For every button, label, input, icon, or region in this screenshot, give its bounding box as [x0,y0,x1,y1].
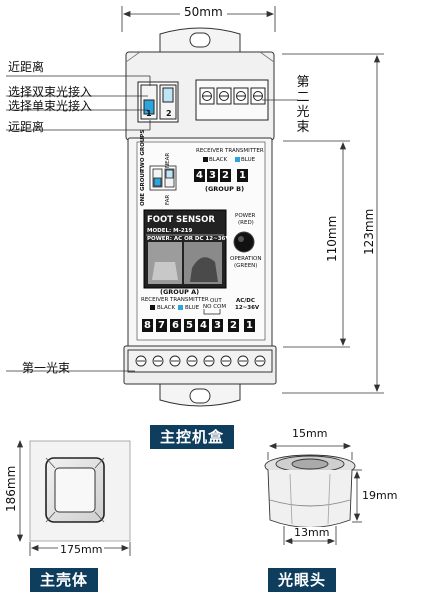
panel-dip-switch [149,165,177,191]
power-led-sub: (RED) [238,220,254,226]
group-a-term-1: 1 [244,319,255,332]
eye-height-label: 19mm [362,489,398,502]
model-text: MODEL: M-219 [147,228,193,234]
group-b-label: (GROUP B) [205,185,245,193]
power-spec-text: POWER: AC OR DC 12~36V [147,236,230,242]
far-distance-label: 远距离 [8,120,45,134]
operation-led-label: OPERATION [230,256,262,262]
acdc-range-label: 12~36V [235,305,260,311]
group-b-term-3: 3 [207,169,218,182]
shell-height-label: 186mm [4,465,18,512]
second-beam-label: 第 二 光 束 [296,75,310,135]
group-b-term-1: 1 [237,169,248,182]
second-beam-terminal [195,79,269,121]
eye-dimensions [267,442,362,545]
dip-2-number: 2 [166,109,172,118]
receiver-transmitter-b: RECEIVER TRANSMITTER [196,148,264,154]
near-panel-label: NEAR [165,152,171,168]
acdc-label: AC/DC [236,298,255,304]
first-beam-terminal [127,349,273,373]
operation-led-sub: (GREEN) [234,263,258,269]
near-distance-label: 近距离 [8,60,45,74]
group-a-term-2: 2 [228,319,239,332]
photo-eye [264,454,356,528]
shell-caption: 主壳体 [30,568,99,592]
top-dip-switch [137,81,179,123]
main-box-caption: 主控机盒 [150,425,235,449]
dual-beam-label: 选择双束光接入 [8,85,93,99]
two-groups-label: TWO GROUPS [140,129,146,172]
first-beam-label: 第一光束 [22,361,71,375]
blue-b-label: BLUE [241,157,256,163]
out-label: OUT [210,298,222,304]
group-a-term-7: 7 [156,319,167,332]
single-beam-label: 选择单束光接入 [8,99,93,113]
group-a-term-8: 8 [142,319,153,332]
group-a-label: (GROUP A) [160,288,200,296]
dimension-123-label: 123mm [362,208,376,255]
one-group-label: ONE GROUP [140,169,146,206]
no-com-label: NO COM [203,304,227,310]
dimension-110 [283,140,350,348]
power-led-label: POWER [235,213,256,219]
foot-sensor-title: FOOT SENSOR [147,215,215,225]
group-a-term-6: 6 [170,319,181,332]
far-panel-label: FAR [165,194,171,205]
main-shell [29,440,131,542]
group-a-term-3: 3 [212,319,223,332]
eye-bottom-label: 13mm [292,526,332,539]
eye-top-label: 15mm [292,427,328,440]
foot-sensor-label [143,209,227,289]
group-b-term-4: 4 [194,169,205,182]
top-width-label: 50mm [180,5,227,19]
shell-width-label: 175mm [58,543,105,556]
black-b-label: BLACK [209,157,228,163]
blue-a-label: BLUE [185,305,200,311]
eye-caption: 光眼头 [268,568,337,592]
group-a-term-4: 4 [198,319,209,332]
dimension-123 [282,53,384,394]
receiver-transmitter-a: RECEIVER TRANSMITTER [141,297,209,303]
group-b-term-2: 2 [220,169,231,182]
dip-1-number: 1 [146,109,152,118]
shell-dimensions [16,439,131,556]
dimension-110-label: 110mm [325,215,339,262]
black-a-label: BLACK [157,305,176,311]
group-a-term-5: 5 [184,319,195,332]
